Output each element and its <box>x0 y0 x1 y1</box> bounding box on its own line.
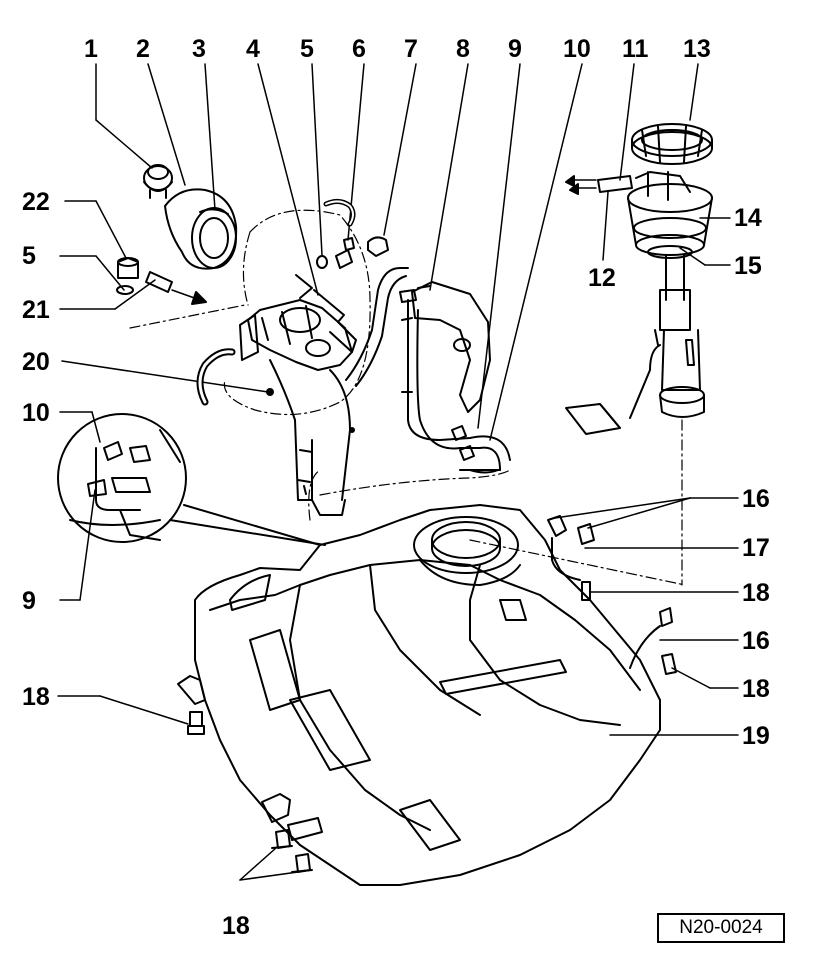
callout-22: 22 <box>22 188 50 216</box>
callout-17: 17 <box>742 534 770 562</box>
callout-3: 3 <box>192 35 206 63</box>
callout-14: 14 <box>734 204 762 232</box>
callout-11: 11 <box>622 35 649 63</box>
filler-boot <box>164 188 238 270</box>
callout-20: 20 <box>22 348 50 376</box>
callout-10-top: 10 <box>563 35 591 63</box>
fuel-tank <box>194 504 661 886</box>
callout-18-right-top: 18 <box>742 579 770 607</box>
callout-5-top: 5 <box>300 35 314 63</box>
callout-8: 8 <box>456 35 470 63</box>
fuel-lines <box>401 299 511 474</box>
callout-13: 13 <box>683 35 711 63</box>
callout-18-left: 18 <box>22 683 50 711</box>
small-parts-left <box>116 257 207 305</box>
callout-21: 21 <box>22 296 50 324</box>
filler-housing <box>239 274 357 371</box>
callout-7: 7 <box>404 35 418 63</box>
detail-inset <box>57 413 326 546</box>
callout-10-left: 10 <box>22 399 50 427</box>
callout-16-top: 16 <box>742 485 770 513</box>
filler-neck-pipe <box>269 267 409 516</box>
fuel-pump-flange <box>565 171 713 259</box>
breather-hose <box>196 348 355 433</box>
callout-16-lower: 16 <box>742 627 770 655</box>
tank-straps-right <box>547 515 677 675</box>
callout-9-top: 9 <box>508 35 522 63</box>
callout-18-bottom: 18 <box>222 912 250 940</box>
fuel-pump-body <box>565 254 705 435</box>
reference-code-box: N20-0024 <box>657 913 785 943</box>
callout-12: 12 <box>588 264 616 292</box>
callout-6: 6 <box>352 35 366 63</box>
locking-ring <box>631 123 713 165</box>
filler-cap <box>143 164 173 199</box>
callout-9-left: 9 <box>22 587 36 615</box>
callout-18-right-lower: 18 <box>742 675 770 703</box>
tank-straps-left <box>177 675 323 873</box>
callout-1: 1 <box>84 35 98 63</box>
callout-2: 2 <box>136 35 150 63</box>
callout-15: 15 <box>734 252 762 280</box>
callout-19: 19 <box>742 722 770 750</box>
heat-shield-bracket <box>399 281 491 413</box>
vent-hose-upper <box>316 198 389 269</box>
assembly-lines <box>129 209 686 586</box>
callout-4: 4 <box>246 35 260 63</box>
callout-5-left: 5 <box>22 242 36 270</box>
leader-lines <box>57 63 739 881</box>
